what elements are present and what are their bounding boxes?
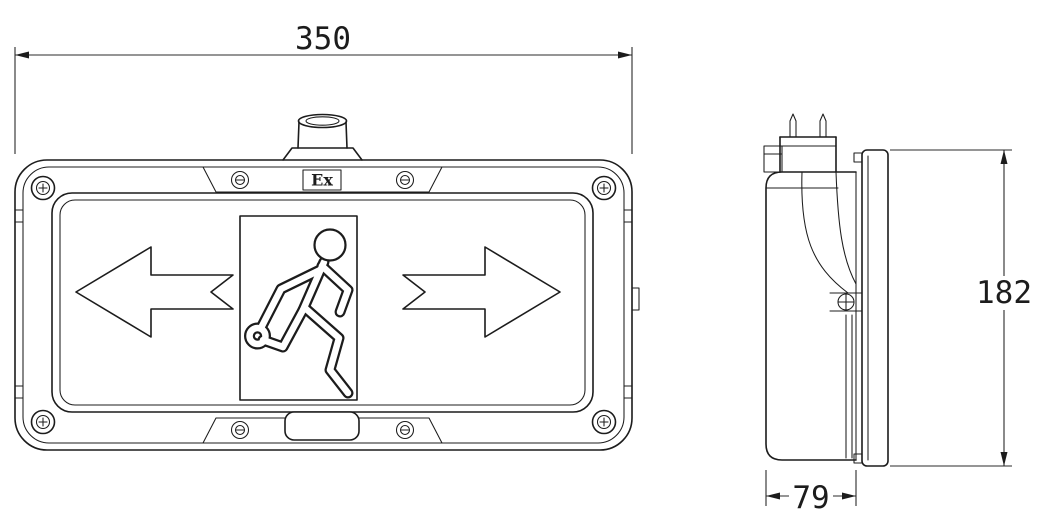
dimension-depth-label: 79: [792, 480, 829, 516]
conduit-flange: [282, 147, 363, 161]
dimension-width: 350: [14, 21, 633, 154]
right-arrow-icon: [402, 246, 561, 338]
running-man-head: [313, 228, 347, 262]
body-contour-2: [801, 171, 849, 294]
screw-bottom-right: [395, 420, 415, 440]
edge-tab-right-bottom: [623, 385, 633, 399]
dimension-width-label: 350: [295, 21, 351, 57]
sign-face-inner: [59, 199, 586, 406]
screw-top-left: [230, 170, 250, 190]
screw-corner-bottom-right: [591, 409, 617, 435]
running-man-icon: [244, 228, 354, 399]
dimension-height-label: 182: [976, 275, 1032, 311]
screw-bottom-left: [230, 420, 250, 440]
side-view: [763, 113, 889, 467]
plate-tab-bottom: [853, 453, 863, 464]
arrowhead-icon: [766, 492, 780, 500]
edge-tab-right-top: [623, 209, 633, 223]
side-lug: [631, 287, 640, 311]
ex-marking-label: Ex: [311, 171, 333, 190]
screw-corner-top-left: [30, 175, 56, 201]
screw-top-right: [395, 170, 415, 190]
mounting-bracket: [829, 292, 863, 312]
cap-prong-left: [789, 113, 797, 138]
front-view: Ex: [14, 113, 640, 451]
face-plate-side: [853, 149, 889, 467]
screw-corner-top-right: [591, 175, 617, 201]
screw-corner-bottom-left: [30, 409, 56, 435]
arrowhead-icon: [842, 492, 856, 500]
edge-tab-left-bottom: [14, 385, 24, 399]
cap-prong-right: [819, 113, 827, 138]
exit-doorway: [239, 215, 358, 401]
left-arrow-icon: [75, 246, 234, 338]
body-outline: [765, 171, 857, 461]
bottom-plate: [202, 411, 443, 444]
dimension-depth: 79: [765, 470, 857, 516]
ex-marking-box: [302, 169, 342, 191]
conduit-bore: [305, 116, 340, 126]
body-contour-1: [835, 171, 857, 285]
dimension-height: 182: [890, 149, 1032, 467]
conduit-side: [779, 136, 837, 173]
arrowhead-icon: [15, 51, 29, 59]
arrowhead-icon: [618, 51, 632, 59]
edge-tab-left-top: [14, 209, 24, 223]
test-latch: [284, 411, 360, 441]
plate-tab-top: [853, 152, 863, 163]
arrowhead-icon: [1000, 452, 1008, 466]
housing-inner-contour: [22, 166, 625, 444]
running-man-fill: [246, 258, 352, 397]
conduit-entry: [282, 113, 363, 161]
top-plate: Ex: [202, 166, 443, 193]
terminal-box: [763, 145, 783, 173]
sign-face-outer: [51, 192, 594, 413]
conduit-opening: [297, 113, 348, 129]
arrowhead-icon: [1000, 150, 1008, 164]
